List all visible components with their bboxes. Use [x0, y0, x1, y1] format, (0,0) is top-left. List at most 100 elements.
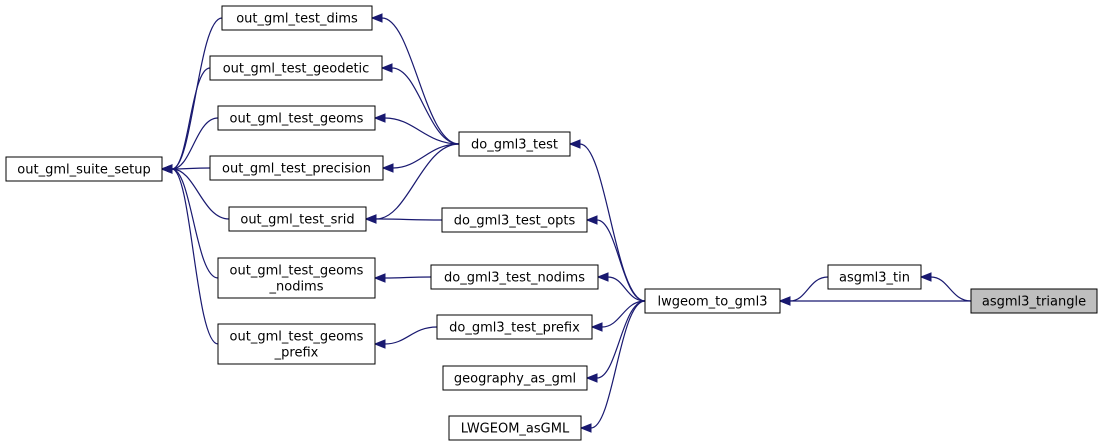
node-label: _nodims — [269, 280, 324, 295]
edge-dims-to-suite — [160, 17, 223, 174]
node-box[interactable] — [217, 257, 376, 299]
node-togml3[interactable]: lwgeom_to_gml3 — [644, 288, 781, 314]
edge-line — [590, 300, 646, 429]
edge-line — [596, 300, 646, 379]
edge-arrowhead — [585, 373, 598, 383]
node-label: out_gml_test_geoms — [230, 264, 364, 279]
node-label: asgml3_triangle — [982, 295, 1086, 310]
edge-arrowhead — [370, 13, 383, 23]
edge-arrowhead — [596, 272, 609, 282]
node-srid[interactable]: out_gml_test_srid — [228, 206, 367, 232]
edge-line — [381, 17, 460, 145]
node-opts[interactable]: do_gml3_test_opts — [441, 207, 588, 233]
edge-line — [171, 168, 230, 220]
node-suite[interactable]: out_gml_suite_setup — [5, 156, 163, 182]
edge-line — [171, 17, 223, 170]
node-box[interactable] — [209, 55, 383, 81]
edge-arrowhead — [373, 113, 386, 123]
node-tin[interactable]: asgml3_tin — [827, 264, 922, 290]
node-label: do_gml3_test_prefix — [449, 321, 580, 336]
edge-line — [384, 276, 432, 279]
edge-line — [384, 117, 460, 145]
edge-test-to-dims — [370, 13, 460, 145]
edge-tnodims-to-nodims — [373, 273, 432, 283]
edge-togml3-to-tprefix — [590, 300, 646, 332]
edge-geodetic-to-suite — [160, 67, 211, 174]
nodes: out_gml_test_dims out_gml_test_geodeticou… — [5, 5, 1098, 441]
node-geoms[interactable]: out_gml_test_geoms — [217, 105, 376, 131]
edge-prefix-to-suite — [160, 164, 219, 345]
node-test[interactable]: do_gml3_test — [458, 131, 571, 157]
edge-arrowhead — [568, 139, 581, 149]
node-box[interactable] — [5, 156, 163, 182]
edge-tprefix-to-prefix — [373, 326, 438, 349]
edge-line — [789, 276, 829, 302]
edge-arrowhead — [380, 63, 393, 73]
node-prefix[interactable]: out_gml_test_geoms_prefix — [217, 323, 376, 365]
edge-opts-to-srid — [364, 214, 443, 224]
node-box[interactable] — [221, 5, 373, 31]
node-box[interactable] — [827, 264, 922, 290]
node-nodims[interactable]: out_gml_test_geoms_nodims — [217, 257, 376, 299]
node-label: _prefix — [274, 346, 319, 361]
edge-line — [171, 167, 211, 170]
node-triangle[interactable]: asgml3_triangle — [970, 288, 1098, 314]
node-label: lwgeom_to_gml3 — [658, 295, 768, 310]
node-geogml[interactable]: geography_as_gml — [442, 365, 588, 391]
node-box[interactable] — [228, 206, 367, 232]
node-label: out_gml_suite_setup — [17, 163, 150, 178]
edge-triangle-to-togml3 — [778, 296, 972, 306]
edge-line — [375, 218, 443, 221]
node-tprefix[interactable]: do_gml3_test_prefix — [436, 314, 593, 340]
edge-arrowhead — [381, 163, 394, 173]
node-label: out_gml_test_precision — [222, 162, 371, 177]
edge-test-to-geoms — [373, 113, 460, 145]
node-box[interactable] — [436, 314, 593, 340]
edge-line — [596, 219, 646, 302]
node-box[interactable] — [217, 105, 376, 131]
edge-arrowhead — [373, 273, 386, 283]
edge-test-to-geodetic — [380, 63, 460, 145]
node-label: out_gml_test_geodetic — [223, 62, 370, 77]
edge-line — [171, 117, 219, 170]
node-box[interactable] — [448, 415, 582, 441]
node-box[interactable] — [441, 207, 588, 233]
edge-togml3-to-lwasgml — [579, 300, 646, 433]
node-geodetic[interactable]: out_gml_test_geodetic — [209, 55, 383, 81]
node-box[interactable] — [644, 288, 781, 314]
edge-test-to-precision — [381, 143, 460, 173]
node-box[interactable] — [209, 155, 384, 181]
node-box[interactable] — [430, 264, 599, 290]
node-tnodims[interactable]: do_gml3_test_nodims — [430, 264, 599, 290]
node-label: out_gml_test_geoms — [230, 112, 364, 127]
node-box[interactable] — [458, 131, 571, 157]
edge-togml3-to-opts — [585, 215, 646, 302]
node-box[interactable] — [970, 288, 1098, 314]
edge-line — [930, 276, 972, 302]
edge-line — [392, 143, 460, 169]
edge-arrowhead — [579, 423, 592, 433]
edge-arrowhead — [585, 215, 598, 225]
node-label: out_gml_test_srid — [240, 213, 354, 228]
node-label: geography_as_gml — [454, 372, 576, 387]
edge-arrowhead — [373, 339, 386, 349]
edge-line — [171, 168, 219, 345]
node-label: LWGEOM_asGML — [461, 422, 570, 437]
node-precision[interactable]: out_gml_test_precision — [209, 155, 384, 181]
edge-line — [171, 67, 211, 170]
node-box[interactable] — [442, 365, 588, 391]
edge-arrowhead — [919, 272, 932, 282]
node-lwasgml[interactable]: LWGEOM_asGML — [448, 415, 582, 441]
edges — [160, 13, 972, 433]
edge-arrowhead — [590, 322, 603, 332]
edge-togml3-to-tnodims — [596, 272, 646, 302]
node-label: out_gml_test_dims — [236, 12, 358, 27]
edge-tin-to-togml3 — [778, 276, 829, 306]
edge-line — [171, 168, 219, 279]
node-dims[interactable]: out_gml_test_dims — [221, 5, 373, 31]
edge-line — [384, 326, 438, 345]
node-label: asgml3_tin — [839, 271, 910, 286]
node-label: do_gml3_test_opts — [454, 214, 576, 229]
node-box[interactable] — [217, 323, 376, 365]
node-label: do_gml3_test — [471, 138, 558, 153]
